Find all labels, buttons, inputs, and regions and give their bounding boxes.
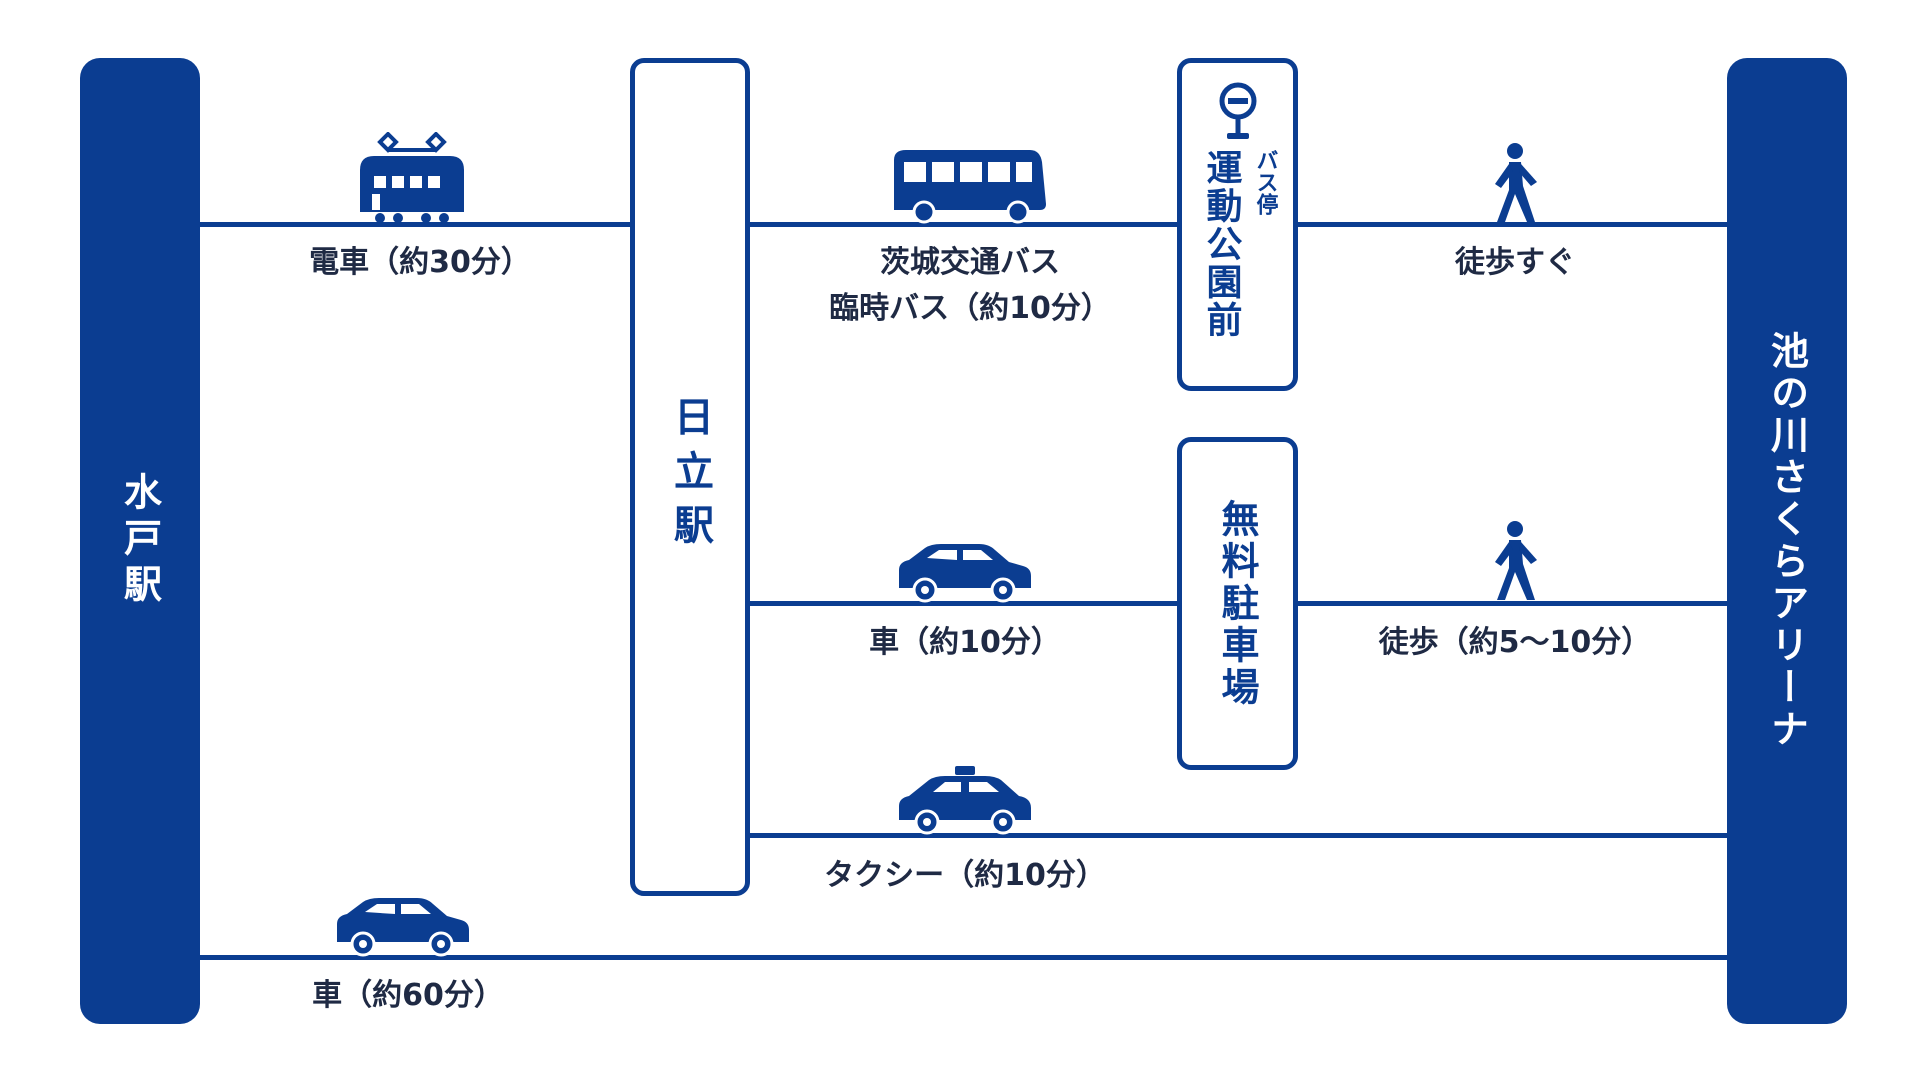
train-label: 電車（約30分）	[309, 245, 531, 280]
mito-station-label: 水戸駅	[117, 472, 162, 610]
bus-stop-prefix: バス停	[1252, 149, 1278, 215]
train-icon	[360, 132, 464, 223]
arena-pillar: 池の川さくらアリーナ	[1727, 58, 1847, 1024]
walk-long-label: 徒歩（約5～10分）	[1378, 625, 1652, 660]
bus-stop-name: 運動公園前	[1200, 149, 1242, 339]
bus-label-line2: 臨時バス（約10分）	[829, 291, 1111, 326]
pedestrian-icon	[1495, 143, 1537, 222]
route-line-bus	[748, 222, 1180, 227]
route-line-train	[195, 222, 635, 227]
taxi-icon	[899, 766, 1031, 835]
route-line-car-short	[748, 601, 1180, 606]
route-line-walk-short	[1295, 222, 1732, 227]
walk-short-label: 徒歩すぐ	[1455, 245, 1575, 280]
hitachi-station-label: 日立駅	[667, 396, 713, 558]
route-line-car-long	[195, 955, 1732, 960]
bus-stop-box: バス停 運動公園前	[1177, 58, 1298, 391]
bus-label: 茨城交通バス 臨時バス（約10分）	[800, 240, 1140, 332]
parking-label: 無料駐車場	[1215, 498, 1259, 709]
pedestrian-icon	[1495, 521, 1537, 600]
hitachi-station-box: 日立駅	[630, 58, 750, 896]
car-long-label: 車（約60分）	[312, 978, 504, 1013]
bus-stop-icon	[1219, 82, 1256, 139]
bus-icon	[894, 150, 1046, 224]
bus-label-line1: 茨城交通バス	[880, 245, 1060, 280]
taxi-label: タクシー（約10分）	[824, 858, 1106, 893]
arena-label: 池の川さくらアリーナ	[1764, 331, 1809, 751]
car-icon	[899, 544, 1031, 603]
car-icon	[337, 898, 469, 957]
car-short-label: 車（約10分）	[869, 625, 1061, 660]
route-line-taxi	[748, 833, 1732, 838]
mito-station-pillar: 水戸駅	[80, 58, 200, 1024]
parking-box: 無料駐車場	[1177, 437, 1298, 770]
route-line-walk-long	[1295, 601, 1732, 606]
